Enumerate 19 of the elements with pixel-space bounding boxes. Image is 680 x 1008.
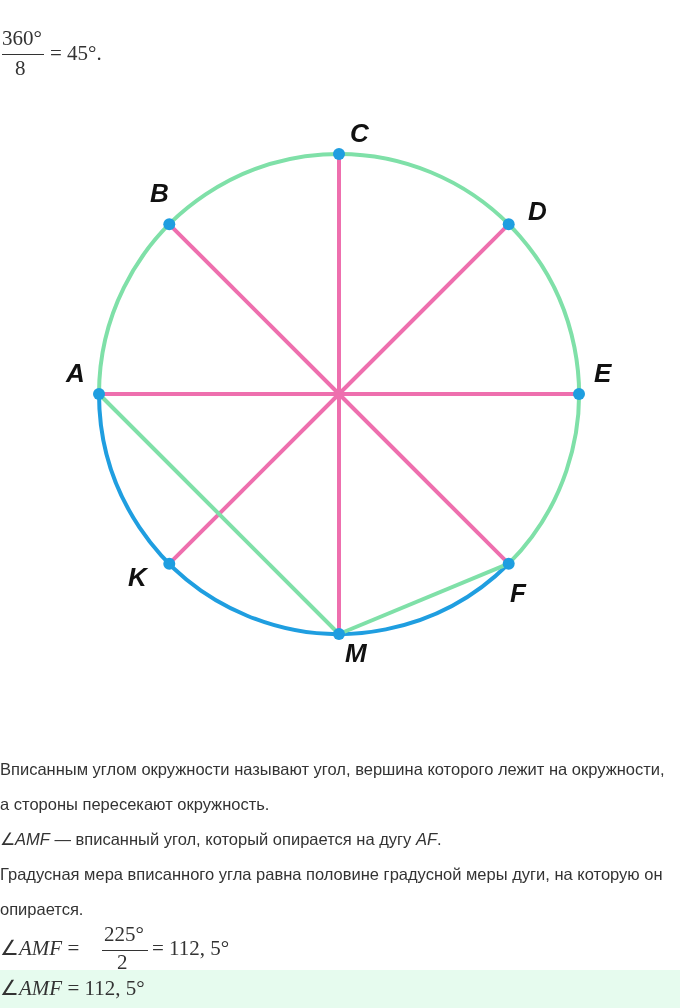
numerator: 360°: [2, 26, 42, 51]
point-label: A: [66, 358, 85, 389]
point-label: D: [528, 196, 547, 227]
point-label: M: [345, 638, 367, 669]
rule-paragraph: Градусная мера вписанного угла равна половине градусной меры дуги, на которую он опирается.: [0, 864, 664, 920]
point-label: K: [128, 562, 147, 593]
definition-paragraph: Вписанным углом окружности называют угол, вершина которого лежит на окружности, а стороны пересекают окружность.: [0, 759, 666, 815]
answer-text: ∠AMF = 112, 5°: [0, 976, 145, 1001]
point-label: F: [510, 578, 526, 609]
formula-text: = 45°.: [50, 41, 102, 66]
point-label: B: [150, 178, 169, 209]
denominator: 8: [15, 56, 26, 81]
point-label: C: [350, 118, 369, 149]
formula-text: ∠AMF =: [0, 936, 80, 961]
numerator: 225°: [104, 922, 144, 947]
denominator: 2: [117, 950, 128, 975]
formula-text: = 112, 5°: [152, 936, 230, 961]
statement-text: ∠AMF — вписанный угол, который опирается на дугу AF.: [0, 829, 443, 850]
point-label: E: [594, 358, 612, 389]
